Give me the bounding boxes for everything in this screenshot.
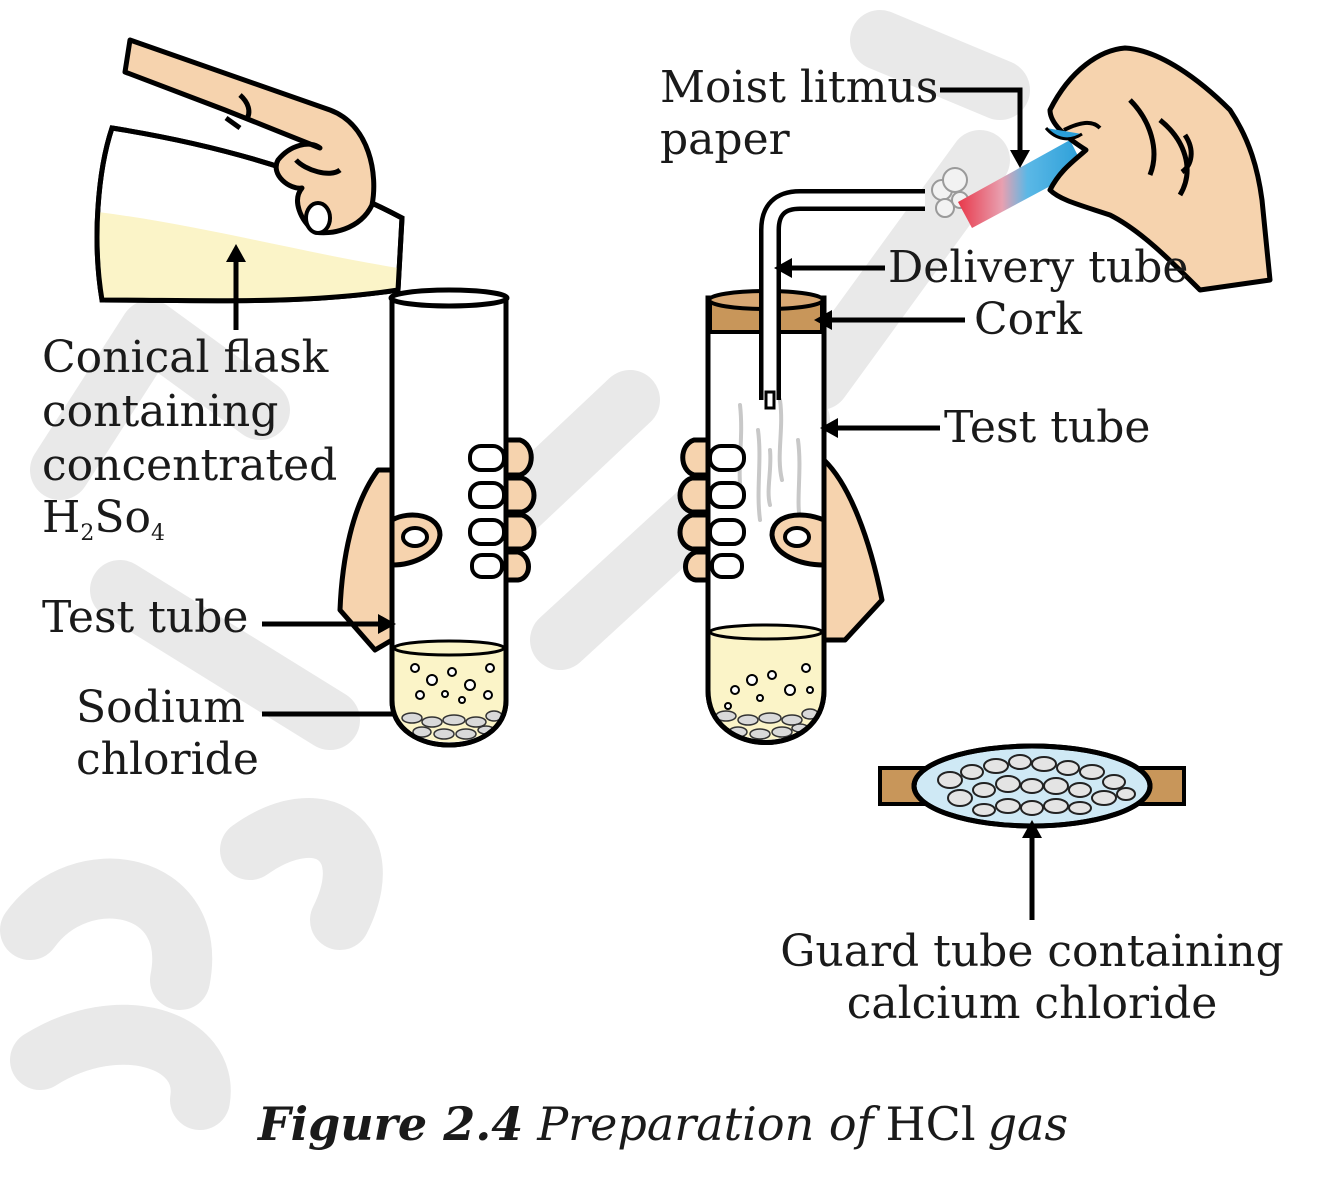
- label-guard-tube-2: calcium chloride: [847, 978, 1218, 1029]
- test-tube-left: [388, 287, 510, 748]
- label-conical-flask-2: containing: [42, 386, 278, 437]
- holding-hand-right: [677, 437, 885, 643]
- leader-lines: [233, 87, 1035, 920]
- test-tube-right: [705, 289, 827, 745]
- label-moist-litmus-1: Moist litmus: [660, 62, 938, 113]
- arrow-heads: [226, 150, 1042, 838]
- label-guard-tube-1: Guard tube containing: [780, 926, 1284, 977]
- litmus-paper: [958, 140, 1084, 228]
- conical-flask: [94, 125, 405, 304]
- label-conical-flask-1: Conical flask: [42, 332, 329, 383]
- label-test-tube-left: Test tube: [42, 592, 248, 643]
- label-delivery-tube: Delivery tube: [888, 242, 1188, 293]
- holding-hand-left: [337, 437, 537, 653]
- label-sodium-chloride-2: chloride: [76, 734, 259, 785]
- guard-tube: [878, 743, 1186, 829]
- hand-icon-right: [1044, 45, 1273, 293]
- label-sodium-chloride-1: Sodium: [76, 682, 245, 733]
- hand-icon: [122, 37, 377, 236]
- label-test-tube-right: Test tube: [944, 402, 1150, 453]
- label-moist-litmus-2: paper: [660, 114, 791, 165]
- label-cork: Cork: [974, 294, 1082, 345]
- delivery-tube: [759, 189, 925, 410]
- label-h2so4: H2So4: [42, 492, 165, 546]
- label-conical-flask-3: concentrated: [42, 440, 337, 491]
